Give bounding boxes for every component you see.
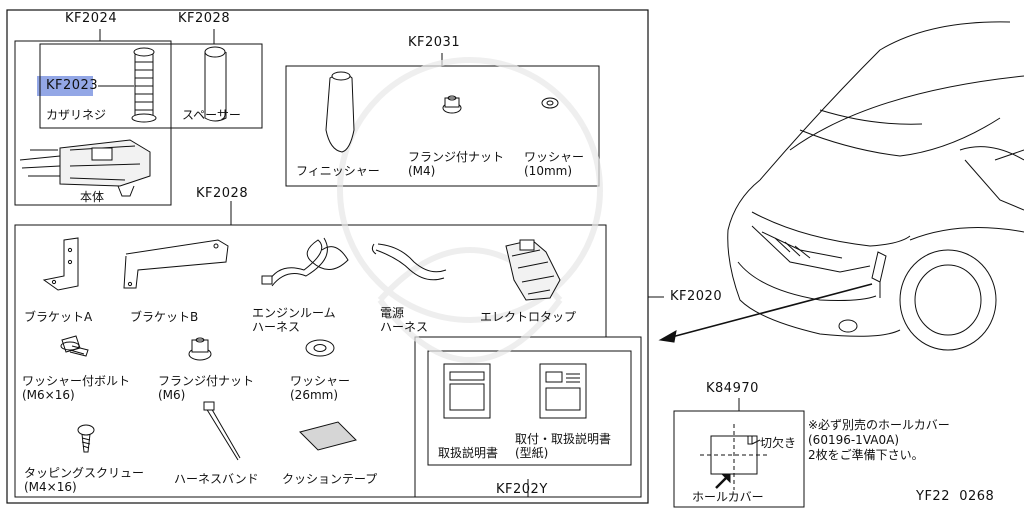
label-tapping-screw: タッピングスクリュー (M4×16) (24, 466, 145, 494)
flange-nut-m6-drawing (188, 337, 212, 361)
hole-cover-note: ※必ず別売のホールカバー (60196-1VA0A) 2枚をご準備下さい。 (808, 418, 950, 462)
kazari-neji-drawing (131, 47, 157, 123)
pointer-arrow (658, 283, 873, 343)
car-drawing (727, 21, 1024, 351)
kf2024-box (14, 40, 172, 206)
main-frame (6, 9, 649, 504)
kf2023-highlight (37, 76, 93, 96)
washer-10-drawing (541, 97, 559, 109)
manual-drawing (443, 363, 491, 419)
label-hole-cover: ホールカバー (692, 490, 764, 504)
label-hontai: 本体 (80, 190, 105, 204)
label-washer-bolt: ワッシャー付ボルト (M6×16) (22, 374, 131, 402)
label-flange-nut-m6: フランジ付ナット (M6) (158, 374, 255, 402)
label-power-harness: 電源 ハーネス (380, 306, 429, 334)
hole-cover-drawing (700, 424, 770, 490)
label-engine-harness: エンジンルーム ハーネス (252, 306, 336, 334)
finisher-drawing (325, 71, 355, 153)
code-k84970: K84970 (706, 381, 759, 396)
label-install-manual: 取付・取扱説明書 (型紙) (515, 432, 612, 460)
washer-bolt-drawing (60, 335, 89, 357)
tapping-screw-drawing (77, 424, 95, 453)
main-unit-drawing (19, 139, 151, 197)
flange-nut-m4-drawing (442, 95, 462, 114)
code-kf2028-top: KF2028 (178, 11, 231, 26)
reference-number: YF22 0268 (916, 489, 995, 504)
washer-26-drawing (305, 339, 335, 357)
label-flange-nut-m4: フランジ付ナット (M4) (408, 150, 505, 178)
spacer-drawing (204, 46, 227, 122)
label-harness-band: ハーネスバンド (174, 472, 259, 486)
harness-band-drawing (203, 401, 241, 461)
power-harness-drawing (371, 243, 447, 281)
cushion-tape-drawing (299, 421, 357, 451)
code-kf2020: KF2020 (670, 289, 723, 304)
label-bracket-a: ブラケットA (24, 310, 93, 324)
code-kf202y: KF202Y (496, 482, 548, 497)
label-washer-26: ワッシャー (26mm) (290, 374, 351, 402)
label-finisher: フィニッシャー (296, 164, 380, 178)
label-manual: 取扱説明書 (438, 446, 499, 460)
label-washer-10: ワッシャー (10mm) (524, 150, 585, 178)
kf2024-inner-box (39, 43, 263, 129)
bracket-b-drawing (123, 239, 229, 289)
label-kazari-neji: カザリネジ (46, 108, 107, 122)
label-cushion-tape: クッションテープ (282, 472, 378, 486)
electro-tap-drawing (505, 239, 561, 301)
code-kf2028-mid: KF2028 (196, 186, 249, 201)
code-kf2031: KF2031 (408, 35, 461, 50)
code-kf2024: KF2024 (65, 11, 118, 26)
code-kf2023: KF2023 (46, 78, 99, 93)
label-notch: 切欠き (760, 436, 797, 450)
label-bracket-b: ブラケットB (130, 310, 199, 324)
kf202y-inner-box (427, 350, 632, 466)
install-manual-drawing (539, 363, 587, 419)
label-spacer: スペーサー (182, 108, 241, 122)
bracket-a-drawing (42, 237, 79, 291)
label-electro-tap: エレクトロタップ (480, 310, 577, 324)
engine-harness-drawing (261, 237, 349, 287)
